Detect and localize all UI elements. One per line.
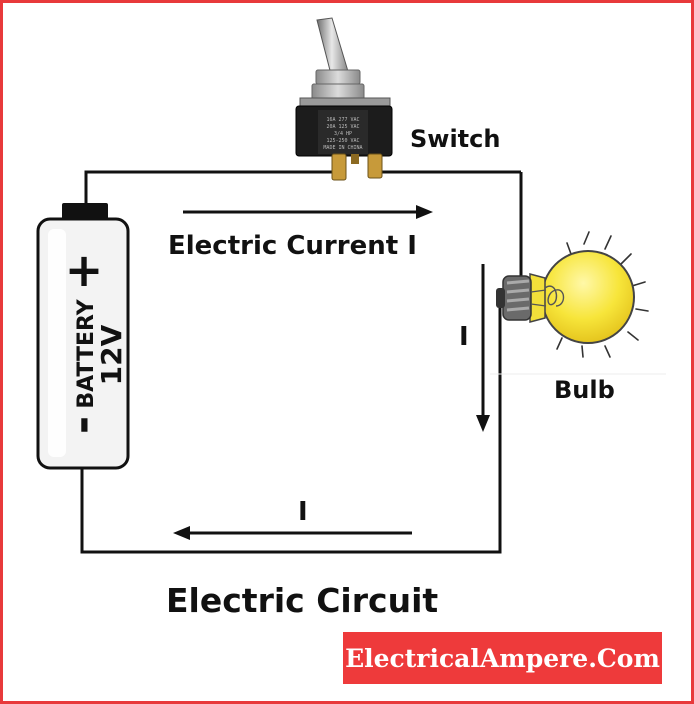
arrow-icon [476, 264, 490, 432]
switch-label: Switch [410, 125, 500, 153]
switch-rating-line: 16A 277 VAC [326, 117, 359, 123]
battery-icon: + - BATTERY 12V [36, 203, 130, 470]
switch-rating-line: 3/4 HP [334, 131, 352, 137]
circuit-wires [80, 170, 523, 554]
battery-voltage: 12V [95, 324, 128, 385]
bulb-screw-base [496, 275, 532, 321]
current-bottom-label: I [298, 497, 308, 527]
arrow-icon [173, 526, 412, 540]
current-label: Electric Current I [168, 231, 417, 261]
brand-banner[interactable]: ElectricalAmpere.Com [343, 632, 662, 684]
battery-plus-sign: + [65, 243, 104, 297]
switch-rating-line: MADE IN CHINA [323, 145, 362, 151]
switch-rating-text: 16A 277 VAC 20A 125 VAC 3/4 HP 125-250 V… [323, 117, 362, 151]
switch-rating-line: 125-250 VAC [326, 138, 359, 144]
battery-minus-sign: - [57, 416, 108, 434]
battery-name: BATTERY [74, 298, 99, 408]
switch-rating-line: 20A 125 VAC [326, 124, 359, 130]
wire-right-lower [80, 300, 502, 554]
bulb-label: Bulb [554, 376, 615, 404]
arrow-icon [183, 205, 433, 219]
brand-link[interactable]: ElectricalAmpere.Com [345, 643, 660, 673]
diagram-title: Electric Circuit [166, 581, 438, 620]
toggle-switch-icon [295, 17, 393, 181]
wire-top-left [84, 170, 335, 205]
light-bulb-icon [496, 231, 649, 358]
current-down-label: I [459, 322, 469, 352]
bulb-rays [556, 231, 649, 358]
